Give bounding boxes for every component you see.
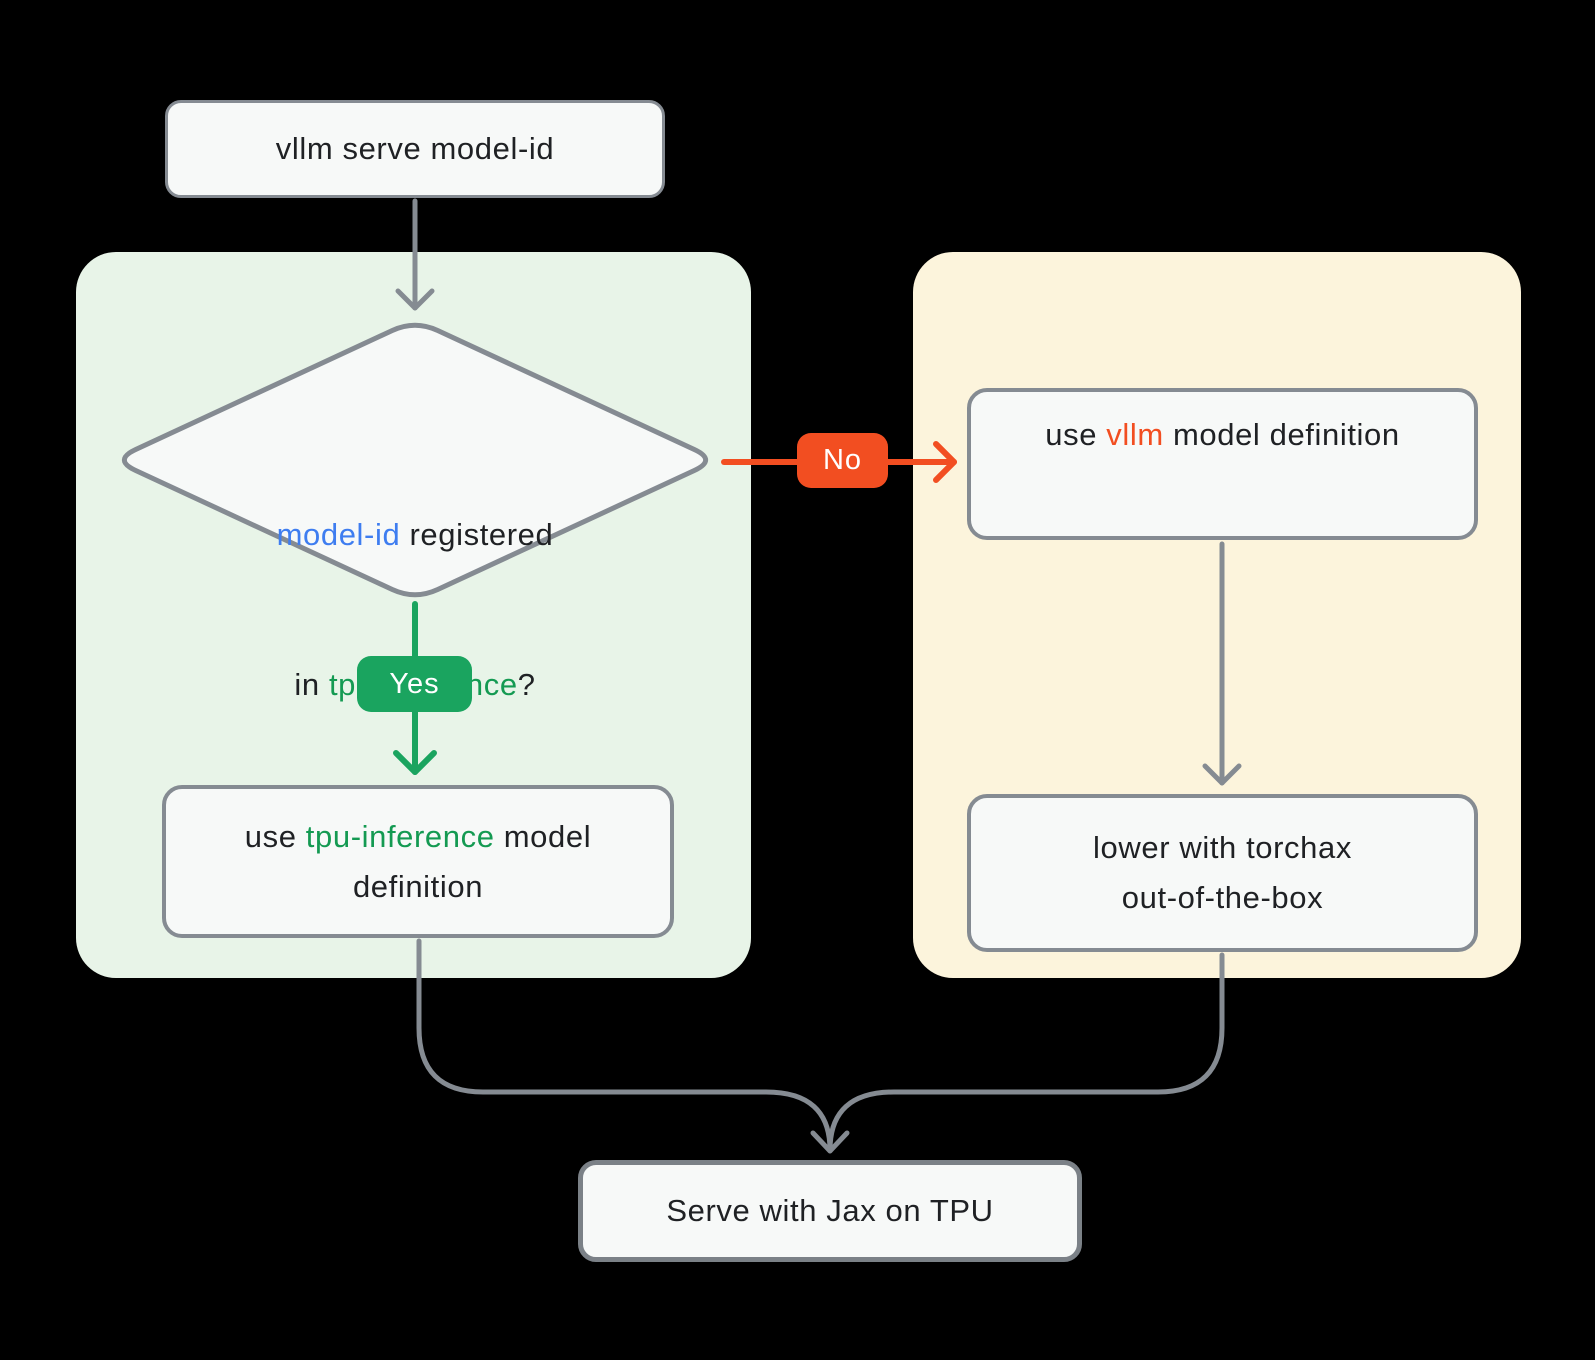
decision-question-mark: ? <box>517 667 536 702</box>
torchax-node: lower with torchax out-of-the-box <box>967 794 1478 952</box>
torchax-line1: lower with torchax <box>1093 830 1352 865</box>
tpu-inference-model-node: use tpu-inference model definition <box>162 785 674 938</box>
vllm-model-node: use vllm model definition <box>967 388 1478 540</box>
no-badge: No <box>797 433 888 488</box>
yes-badge-label: Yes <box>389 667 440 700</box>
tpu-box-tpu-inference-text: tpu-inference <box>305 818 495 854</box>
arrow-start-to-decision <box>395 198 435 311</box>
vllm-box-use-text: use <box>1045 417 1107 452</box>
start-node-label: vllm serve model-id <box>275 131 555 166</box>
vllm-box-rest-text: model definition <box>1163 417 1400 452</box>
torchax-line2: out-of-the-box <box>1121 880 1324 915</box>
decision-diamond-shape <box>121 322 709 598</box>
no-badge-label: No <box>822 444 863 476</box>
serve-node-label: Serve with Jax on TPU <box>666 1193 994 1228</box>
decision-in-text: in <box>294 667 329 702</box>
decision-node-label: model-id registered in tpu-inference? <box>165 410 665 810</box>
decision-registered-text: registered <box>400 517 554 552</box>
yes-badge: Yes <box>357 656 472 712</box>
vllm-box-vllm-text: vllm <box>1106 417 1164 452</box>
merge-connector <box>416 938 1225 1154</box>
arrow-yes-branch <box>393 601 437 775</box>
tpu-box-model-text: model <box>494 818 592 854</box>
tpu-box-definition-text: definition <box>352 868 484 904</box>
serve-node: Serve with Jax on TPU <box>578 1160 1082 1262</box>
decision-model-id-text: model-id <box>276 517 401 552</box>
arrow-vllm-to-torchax <box>1202 541 1242 786</box>
tpu-box-use-text: use <box>244 818 306 854</box>
start-node: vllm serve model-id <box>165 100 665 198</box>
